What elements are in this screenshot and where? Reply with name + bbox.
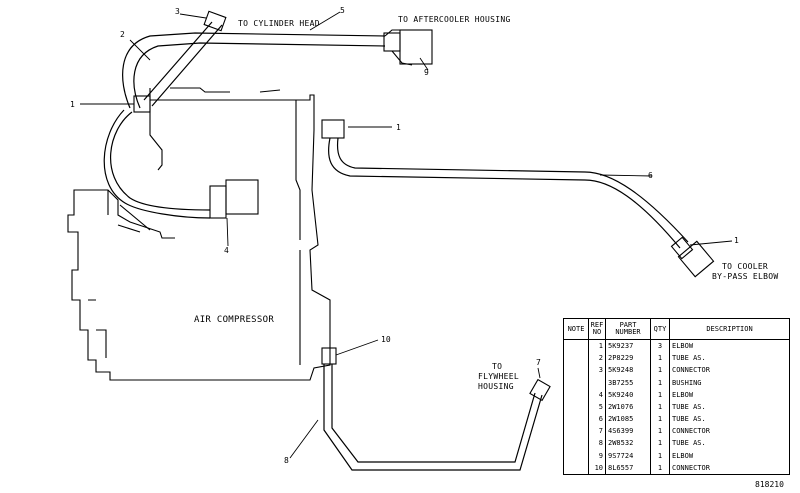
label-flywheel: FLYWHEEL — [478, 372, 519, 381]
callout-2: 2 — [120, 30, 125, 39]
parts-table-header: NOTE REF NO PART NUMBER QTY DESCRIPTION — [563, 318, 790, 340]
elbow-4 — [209, 185, 227, 219]
callout-3: 3 — [175, 7, 180, 16]
label-to: TO — [492, 362, 503, 371]
label-housing: HOUSING — [478, 382, 514, 391]
label-air-compressor: AIR COMPRESSOR — [194, 315, 275, 325]
callout-9: 9 — [424, 68, 429, 77]
label-to-cooler: TO COOLER — [722, 262, 769, 271]
elbow-1-right — [321, 119, 345, 139]
connector-7 — [529, 378, 551, 402]
callout-5: 5 — [340, 6, 345, 15]
label-to-aftercooler-housing: TO AFTERCOOLER HOUSING — [398, 15, 511, 24]
label-bypass-elbow: BY-PASS ELBOW — [712, 272, 779, 281]
label-to-cylinder-head: TO CYLINDER HEAD — [238, 19, 320, 28]
callout-10: 10 — [381, 335, 391, 344]
connector-10 — [321, 347, 337, 365]
header-description: DESCRIPTION — [669, 318, 790, 340]
air-compressor-outline — [67, 88, 331, 381]
tube-6 — [328, 137, 681, 249]
tube-5 — [122, 32, 386, 109]
callout-1-upper: 1 — [70, 100, 75, 109]
connector-3 — [203, 10, 227, 32]
tube-4 — [109, 111, 211, 211]
callout-1-cooler: 1 — [734, 236, 739, 245]
tube-2 — [143, 21, 223, 107]
tube-8 — [323, 364, 543, 471]
callout-8: 8 — [284, 456, 289, 465]
header-ref-no: REF NO — [588, 318, 606, 340]
header-part-number: PART NUMBER — [605, 318, 651, 340]
callout-4: 4 — [224, 246, 229, 255]
document-number: 818210 — [755, 480, 784, 489]
header-note: NOTE — [563, 318, 589, 340]
callout-1-right: 1 — [396, 123, 401, 132]
parts-table: NOTE REF NO PART NUMBER QTY DESCRIPTION … — [563, 318, 790, 475]
callout-7: 7 — [536, 358, 541, 367]
callout-6: 6 — [648, 171, 653, 180]
header-qty: QTY — [650, 318, 670, 340]
elbow-1-cooler — [670, 236, 694, 260]
elbow-9 — [383, 32, 401, 52]
